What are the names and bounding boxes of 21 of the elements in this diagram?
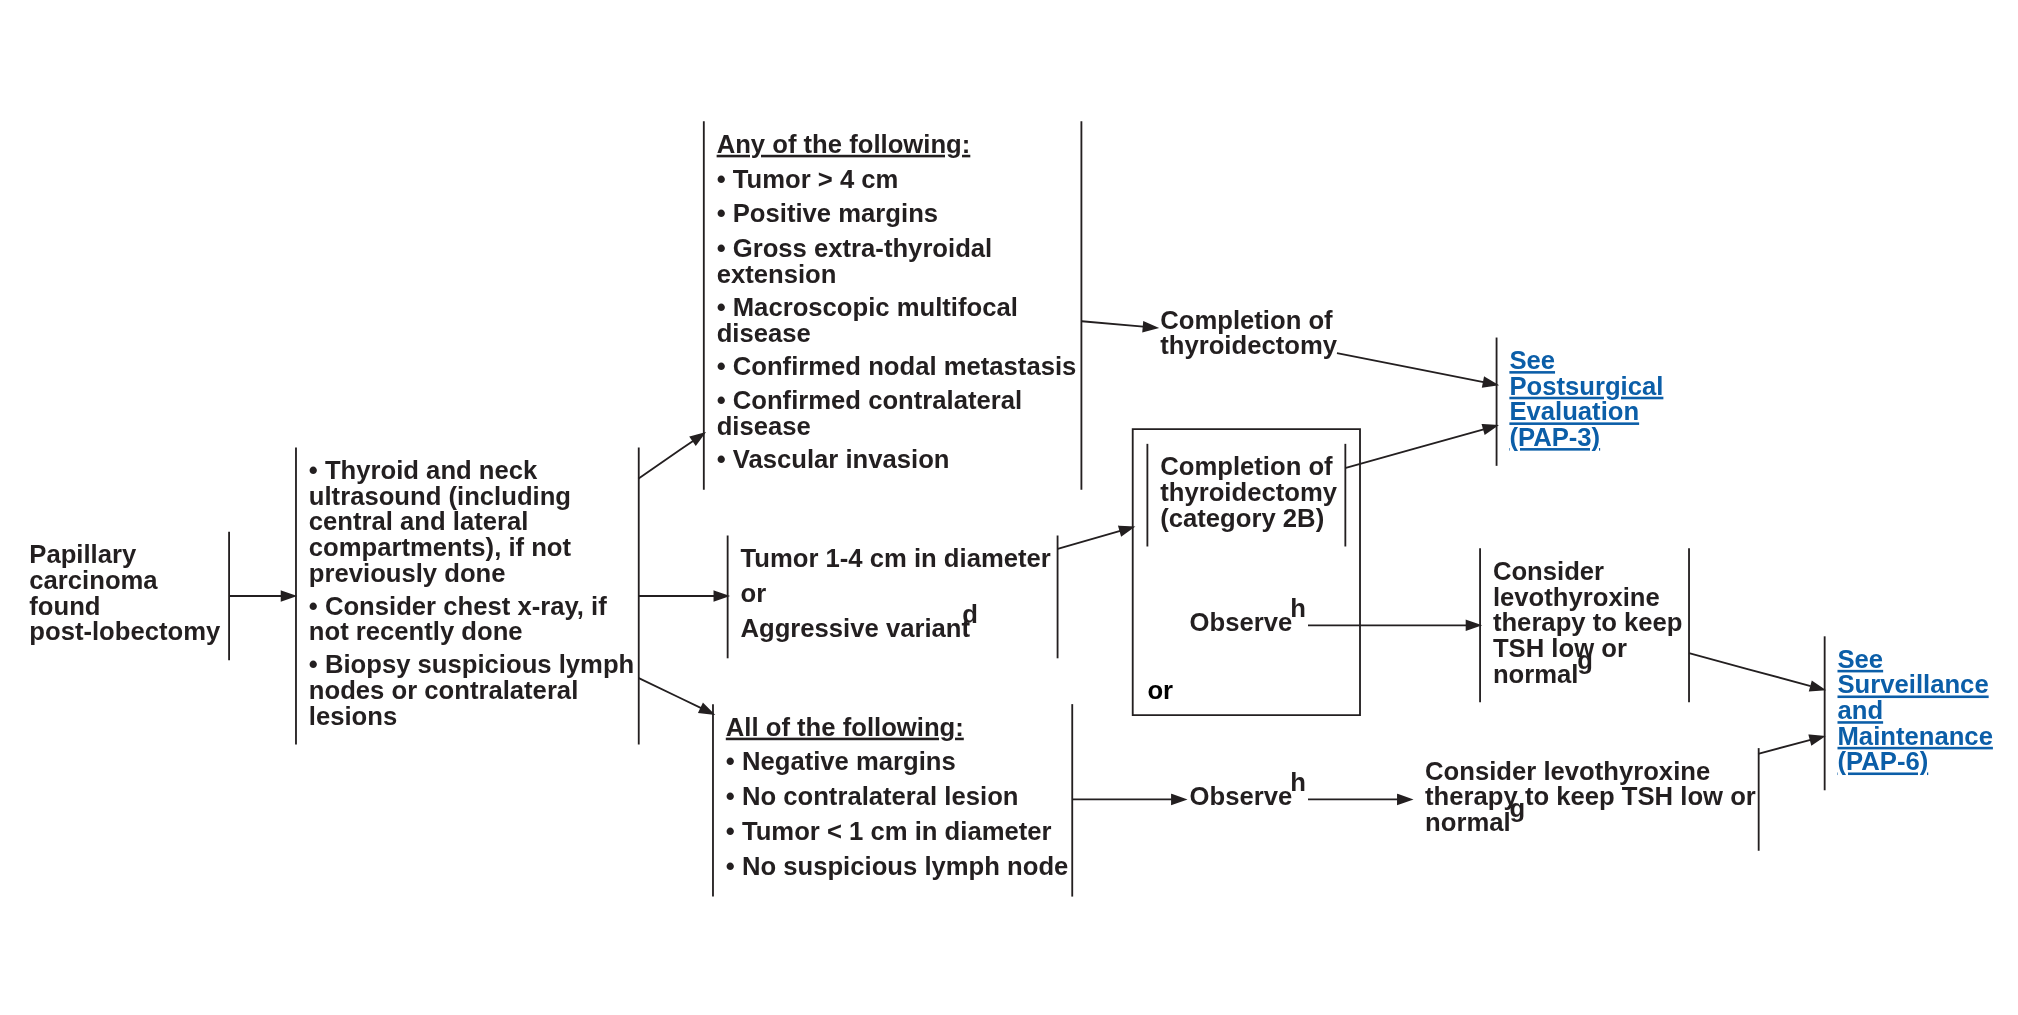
- arrow: [1307, 793, 1414, 805]
- node-text: See Postsurgical Evaluation (PAP-3): [1509, 345, 1664, 451]
- arrow: [1080, 319, 1160, 332]
- node-text: Any of the following: • Tumor > 4 cm • Positive margins • Gross extra-thyroidal extension • Macroscopic multifocal disease • Confirmed nodal metastasis • Confirmed contralateral disease • Vascular invasion: [716, 129, 1077, 473]
- arrow: [637, 431, 707, 480]
- node-text: All of the following: • Negative margins • No contralateral lesion • Tumor < 1 cm in diameter • No suspicious lymph node: [725, 712, 1069, 880]
- arrow: [1757, 734, 1826, 755]
- arrow: [1307, 619, 1483, 631]
- arrow: [1688, 651, 1827, 692]
- arrow: [1336, 351, 1500, 388]
- node-text: Completion of thyroidectomy: [1160, 305, 1337, 359]
- arrow: [228, 589, 298, 602]
- arrow: [637, 589, 731, 602]
- node-text: Papillary carcinoma found post-lobectomy: [29, 539, 221, 645]
- node-text: See Surveillance and Maintenance (PAP-6): [1837, 644, 1993, 775]
- node-text: Completion of thyroidectomy (category 2B): [1160, 451, 1337, 532]
- node-text: • Thyroid and neck ultrasound (including central and lateral compartments), if not previously done • Consider chest x-ray, if not recently done • Biopsy suspicious lymph nodes or contralateral lesions: [308, 455, 635, 730]
- arrow: [1344, 423, 1499, 469]
- arrow: [1071, 793, 1188, 805]
- arrow: [637, 676, 716, 715]
- arrow: [1056, 525, 1136, 550]
